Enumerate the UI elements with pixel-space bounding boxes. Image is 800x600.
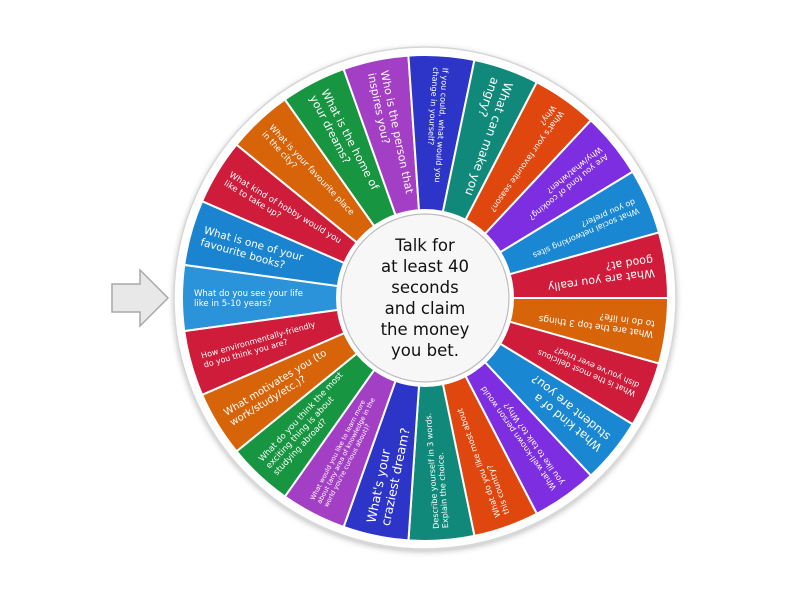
center-hub (340, 213, 510, 383)
arrow-right-icon (111, 268, 170, 328)
